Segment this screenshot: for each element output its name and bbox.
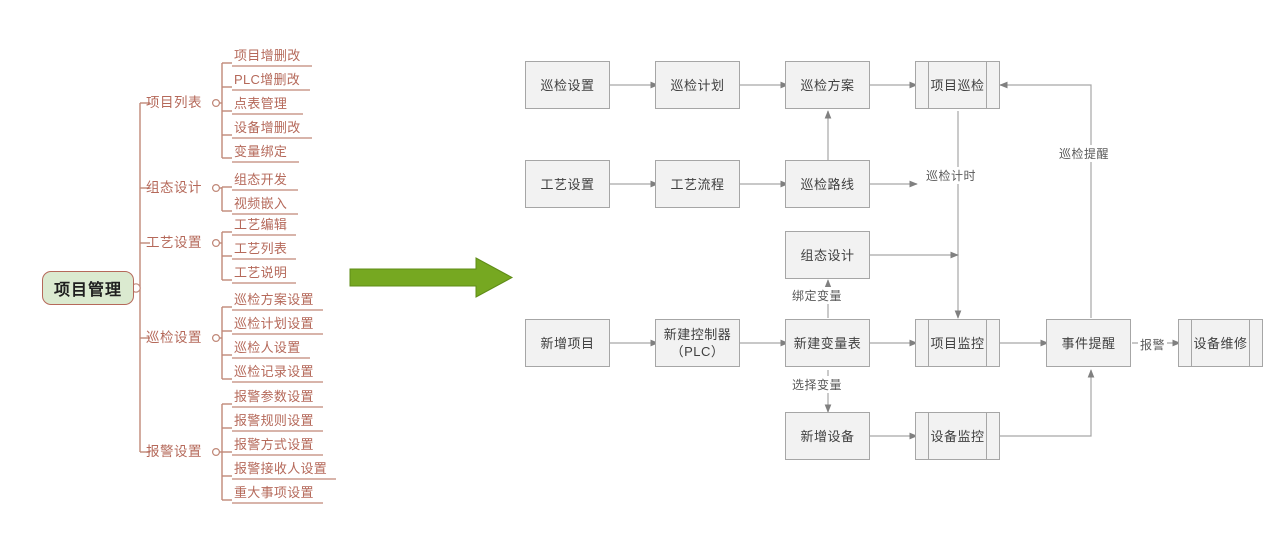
mindmap-leaf[interactable]: 报警接收人设置 [234,461,328,476]
flow-node-process-flow[interactable]: 工艺流程 [655,160,740,208]
flow-node-inspection-plan[interactable]: 巡检计划 [655,61,740,109]
mindmap-leaf[interactable]: 巡检人设置 [234,340,301,355]
flow-node-label: 新增项目 [540,335,595,351]
flow-node-label: 新增设备 [800,428,855,444]
flow-node-event-reminder[interactable]: 事件提醒 [1046,319,1131,367]
flow-edge-label-bind-variable: 绑定变量 [790,287,845,304]
mindmap-leaf[interactable]: 重大事项设置 [234,485,314,500]
mindmap-connectors [131,62,336,504]
flow-node-label: 工艺流程 [670,176,725,192]
mindmap-leaf[interactable]: 巡检方案设置 [234,292,314,307]
flow-node-label: 巡检计划 [670,77,725,93]
flow-edge-label-alarm: 报警 [1138,336,1168,353]
mindmap-branch-process-settings[interactable]: 工艺设置 [146,235,202,250]
flowchart-panel: 巡检设置 巡检计划 巡检方案 项目巡检 工艺设置 工艺流程 巡检路线 组态设计 … [500,0,1272,559]
flow-node-label: 新建变量表 [793,335,862,351]
mindmap-branch-hmi-design[interactable]: 组态设计 [146,180,202,195]
mindmap-leaf[interactable]: 报警方式设置 [234,437,314,452]
mindmap-leaf[interactable]: 工艺说明 [234,265,288,280]
mindmap-branch-project-list[interactable]: 项目列表 [146,95,202,110]
mindmap-leaf[interactable]: 巡检计划设置 [234,316,314,331]
flow-node-hmi-design[interactable]: 组态设计 [785,231,870,279]
flow-node-inspection-setup[interactable]: 巡检设置 [525,61,610,109]
flow-node-device-monitoring[interactable]: 设备监控 [915,412,1000,460]
flow-node-label: 巡检路线 [800,176,855,192]
flow-node-new-device[interactable]: 新增设备 [785,412,870,460]
flowchart-connectors [610,81,1181,440]
mindmap-leaf[interactable]: 巡检记录设置 [234,364,314,379]
mindmap-panel: 项目管理 项目列表 组态设计 工艺设置 巡检设置 报警设置 项目增删改 PLC增… [0,0,380,559]
mindmap-leaf[interactable]: 项目增删改 [234,48,301,63]
mindmap-leaf[interactable]: 工艺编辑 [234,217,288,232]
flow-node-inspection-route[interactable]: 巡检路线 [785,160,870,208]
green-right-arrow-icon [349,257,514,298]
flow-node-project-monitoring[interactable]: 项目监控 [915,319,1000,367]
mindmap-leaf[interactable]: 点表管理 [234,96,288,111]
flow-node-label: 项目监控 [930,335,985,351]
flow-node-label: 事件提醒 [1061,335,1116,351]
mindmap-leaf[interactable]: 报警规则设置 [234,413,314,428]
flow-node-project-inspection[interactable]: 项目巡检 [915,61,1000,109]
flow-node-label: 工艺设置 [540,176,595,192]
flow-node-label: 新建控制器 （PLC） [663,327,732,359]
flow-node-device-maintenance[interactable]: 设备维修 [1178,319,1263,367]
flow-node-new-controller[interactable]: 新建控制器 （PLC） [655,319,740,367]
flow-node-label: 设备维修 [1193,335,1248,351]
flow-node-label: 巡检方案 [800,77,855,93]
mindmap-leaf[interactable]: 变量绑定 [234,144,288,159]
flow-node-new-project[interactable]: 新增项目 [525,319,610,367]
flow-node-new-variable-table[interactable]: 新建变量表 [785,319,870,367]
mindmap-leaf[interactable]: 报警参数设置 [234,389,314,404]
mindmap-leaf[interactable]: 组态开发 [234,172,288,187]
flow-edge-label-select-variable: 选择变量 [790,376,845,393]
mindmap-branch-alarm-settings[interactable]: 报警设置 [146,444,202,459]
flow-node-label: 项目巡检 [930,77,985,93]
flow-node-process-setup[interactable]: 工艺设置 [525,160,610,208]
flow-edge-label-inspection-timer: 巡检计时 [924,167,979,184]
flow-edge-label-inspection-reminder: 巡检提醒 [1057,145,1112,162]
mindmap-branch-inspection-settings[interactable]: 巡检设置 [146,330,202,345]
flow-node-label: 组态设计 [800,247,855,263]
flow-node-label: 巡检设置 [540,77,595,93]
mindmap-root-node[interactable]: 项目管理 [42,271,134,305]
mindmap-leaf[interactable]: PLC增删改 [234,72,301,87]
flow-node-label: 设备监控 [930,428,985,444]
mindmap-leaf[interactable]: 工艺列表 [234,241,288,256]
mindmap-leaf[interactable]: 视频嵌入 [234,196,288,211]
mindmap-leaf[interactable]: 设备增删改 [234,120,301,135]
flow-node-inspection-scheme[interactable]: 巡检方案 [785,61,870,109]
